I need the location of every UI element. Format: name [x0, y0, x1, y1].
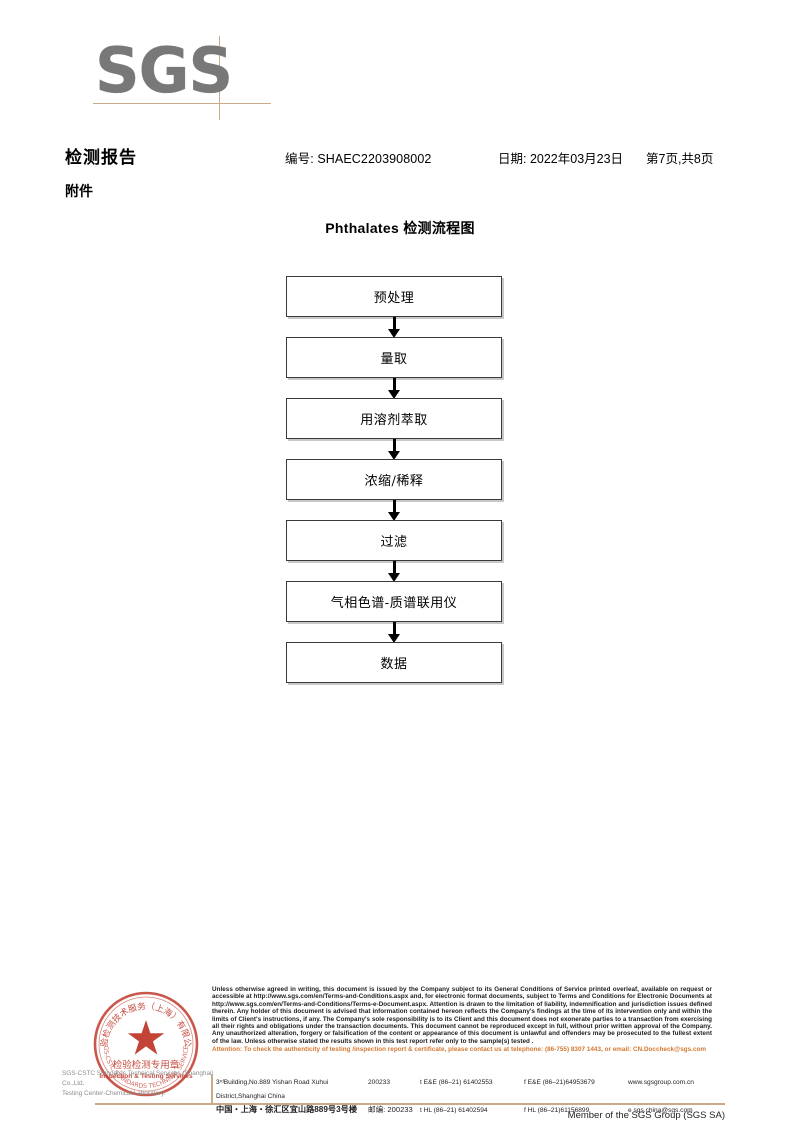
fax-ee: f E&E (86–21)64953679 [524, 1079, 595, 1086]
svg-text:Inspection & Testing Services: Inspection & Testing Services [99, 1073, 193, 1080]
flow-node-concentrate-dilute: 浓缩/稀释 [286, 459, 502, 500]
flow-node-filtration: 过滤 [286, 520, 502, 561]
flow-node-gcms: 气相色谱-质谱联用仪 [286, 581, 502, 622]
flow-node-measure: 量取 [286, 337, 502, 378]
stamp-company-text: SGS-CSTC Standards Technical Services (S… [62, 1069, 222, 1099]
flow-node-pretreatment: 预处理 [286, 276, 502, 317]
attention-notice: Attention: To check the authenticity of … [212, 1046, 707, 1054]
legal-body: Unless otherwise agreed in writing, this… [212, 986, 712, 1045]
legal-disclaimer: Unless otherwise agreed in writing, this… [212, 986, 712, 1054]
stamp-seal-icon: 检验检测技术服务（上海）有限公司 SGS-CSTC STANDARDS TECH… [88, 988, 199, 1097]
page-title: 检测报告 [65, 148, 137, 167]
address-separator [211, 1074, 213, 1104]
flow-node-solvent-extraction: 用溶剂萃取 [286, 398, 502, 439]
flowchart-title: Phthalates 检测流程图 [325, 220, 475, 236]
flow-node-data: 数据 [286, 642, 502, 683]
website: www.sgsgroup.com.cn [628, 1079, 694, 1086]
address-row-en: 3ʳᵈBuilding,No.889 Yishan Road Xuhui Dis… [216, 1076, 728, 1103]
flow-arrow-1 [286, 317, 502, 338]
logo-vertical-rule [219, 36, 220, 120]
company-line-2: Testing Center-Chemical Laboratory. [62, 1090, 166, 1097]
email: e sgs.china@sgs.com [628, 1107, 693, 1114]
flow-arrow-5 [286, 561, 502, 582]
tel-ee: t E&E (86–21) 61402553 [420, 1079, 493, 1086]
report-date: 日期: 2022年03月23日 [498, 152, 624, 166]
fax-hl: f HL (86–21)61156899 [524, 1107, 590, 1114]
page-indicator: 第7页,共8页 [646, 152, 714, 166]
sgs-logo-text: SGS [95, 34, 234, 107]
address-cn: 中国・上海・徐汇区宜山路889号3号楼 [216, 1105, 358, 1114]
attachment-label: 附件 [65, 183, 93, 199]
svg-text:检验检测专用章: 检验检测专用章 [113, 1059, 180, 1071]
flow-arrow-6 [286, 622, 502, 643]
postcode-en: 200233 [368, 1079, 391, 1086]
flowchart: 预处理 量取 用溶剂萃取 浓缩/稀释 过滤 气相色谱-质谱联用仪 数据 [286, 276, 502, 683]
logo-horizontal-rule [93, 103, 271, 104]
report-number: 编号: SHAEC2203908002 [285, 152, 432, 166]
member-notice: Member of the SGS Group (SGS SA) [567, 1110, 725, 1121]
company-line-1: SGS-CSTC Standards Technical Services (S… [62, 1070, 214, 1087]
address-row-cn: 中国・上海・徐汇区宜山路889号3号楼 邮编: 200233 t HL (86–… [216, 1103, 728, 1118]
inspection-stamp: 检验检测技术服务（上海）有限公司 SGS-CSTC STANDARDS TECH… [88, 988, 204, 1104]
sgs-logo: SGS [93, 34, 271, 120]
flow-arrow-2 [286, 378, 502, 399]
address-block: 3ʳᵈBuilding,No.889 Yishan Road Xuhui Dis… [216, 1076, 728, 1118]
postcode-cn: 邮编: 200233 [368, 1105, 413, 1114]
footer-divider [95, 1103, 725, 1105]
tel-hl: t HL (86–21) 61402594 [420, 1107, 488, 1114]
address-en: 3ʳᵈBuilding,No.889 Yishan Road Xuhui Dis… [216, 1079, 329, 1100]
flow-arrow-3 [286, 439, 502, 460]
flow-arrow-4 [286, 500, 502, 521]
